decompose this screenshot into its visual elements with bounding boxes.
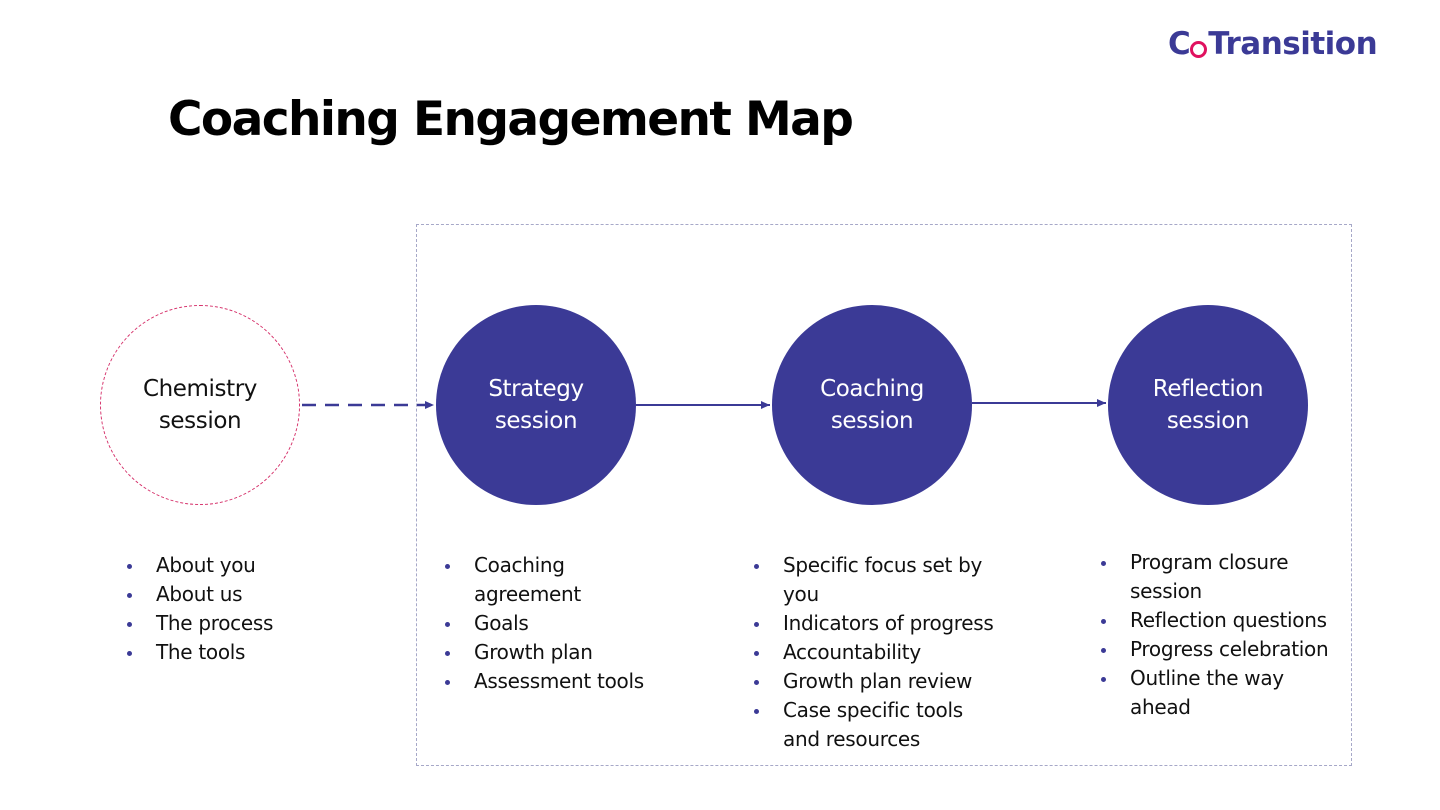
- logo-ring-icon: [1190, 40, 1208, 58]
- node-label-line1: Strategy: [488, 376, 584, 402]
- node-label-line1: Coaching: [820, 376, 924, 402]
- list-item: Growth plan review: [749, 667, 1049, 696]
- list-item: About you: [122, 551, 362, 580]
- list-item: Goals: [440, 609, 710, 638]
- list-item: Accountability: [749, 638, 1049, 667]
- chemistry-session-list: About you About us The process The tools: [122, 551, 362, 667]
- node-label-line1: Reflection: [1152, 376, 1264, 402]
- list-item: Coaching agreement: [440, 551, 710, 609]
- cotransition-logo: C Transition: [1168, 26, 1378, 62]
- strategy-session-node: Strategy session: [436, 305, 636, 505]
- list-item: Outline the way ahead: [1096, 664, 1396, 722]
- logo-prefix: C: [1168, 26, 1191, 62]
- reflection-session-node: Reflection session: [1108, 305, 1308, 505]
- list-item: Case specific tools and resources: [749, 696, 1049, 754]
- list-item: Program closure session: [1096, 548, 1396, 606]
- chemistry-session-node: Chemistry session: [100, 305, 300, 505]
- list-item: The tools: [122, 638, 362, 667]
- logo-suffix: Transition: [1208, 26, 1378, 62]
- strategy-session-list: Coaching agreement Goals Growth plan Ass…: [440, 551, 710, 696]
- node-label-line2: session: [1166, 408, 1250, 434]
- list-item: Progress celebration: [1096, 635, 1396, 664]
- reflection-session-list: Program closure session Reflection quest…: [1096, 548, 1396, 722]
- list-item: Assessment tools: [440, 667, 710, 696]
- node-label-line2: session: [158, 408, 242, 434]
- list-item: Indicators of progress: [749, 609, 1049, 638]
- node-label-line2: session: [830, 408, 914, 434]
- coaching-session-node: Coaching session: [772, 305, 972, 505]
- list-item: About us: [122, 580, 362, 609]
- list-item: Growth plan: [440, 638, 710, 667]
- list-item: The process: [122, 609, 362, 638]
- coaching-session-list: Specific focus set by you Indicators of …: [749, 551, 1049, 754]
- node-label-line1: Chemistry: [142, 376, 258, 402]
- list-item: Specific focus set by you: [749, 551, 1049, 609]
- node-label-line2: session: [494, 408, 578, 434]
- list-item: Reflection questions: [1096, 606, 1396, 635]
- engagement-frame: [416, 224, 1352, 766]
- page-title: Coaching Engagement Map: [168, 92, 854, 147]
